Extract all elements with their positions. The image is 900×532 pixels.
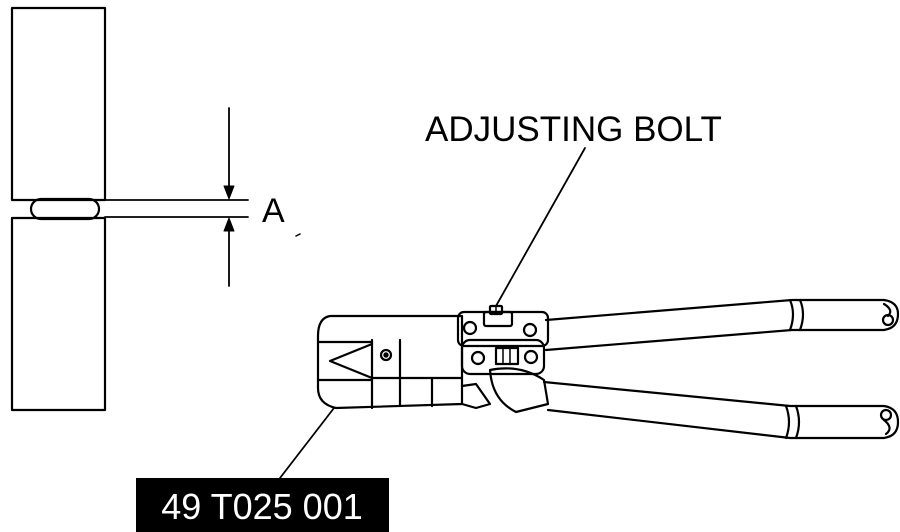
lower-cam — [488, 367, 550, 414]
part-number-leader — [279, 407, 335, 479]
pivot-pin-4 — [523, 349, 539, 365]
part-number-badge — [136, 478, 389, 532]
lower-handle — [542, 380, 900, 440]
adjusting-bolt-label: ADJUSTING BOLT — [425, 110, 722, 149]
adjusting-bolt — [482, 310, 514, 328]
lower-handle-end-hook — [882, 418, 891, 436]
upper-grip-band — [788, 298, 805, 332]
lower-link-plate — [460, 338, 546, 376]
tool-head — [316, 314, 464, 410]
pivot-pin-2 — [522, 322, 538, 338]
lower-lever-base — [460, 382, 492, 410]
jaw-pin — [379, 348, 393, 362]
gap-label: A — [262, 192, 285, 230]
lower-jaw-block — [10, 216, 107, 412]
jaw-pin-center — [383, 352, 389, 358]
part-number-text: 49 T025 001 — [161, 486, 363, 527]
arrowhead-top — [223, 185, 235, 200]
upper-handle — [544, 298, 900, 352]
arrowhead-bottom — [223, 217, 235, 232]
jaw-opening — [317, 340, 374, 382]
pivot-pin-3 — [470, 350, 486, 366]
upper-handle-end-hook — [882, 302, 892, 318]
crimp-gap-detail — [10, 6, 301, 412]
adjusting-bolt-leader — [495, 147, 586, 307]
ratchet-block — [494, 346, 520, 366]
lower-grip-band — [784, 404, 801, 440]
stray-mark — [295, 233, 301, 237]
pivot-pin-1 — [462, 320, 478, 336]
upper-jaw-block — [10, 6, 107, 202]
crimping-tool — [316, 298, 900, 440]
crimped-terminal — [29, 197, 101, 221]
lower-handle-end-ring — [879, 408, 893, 422]
